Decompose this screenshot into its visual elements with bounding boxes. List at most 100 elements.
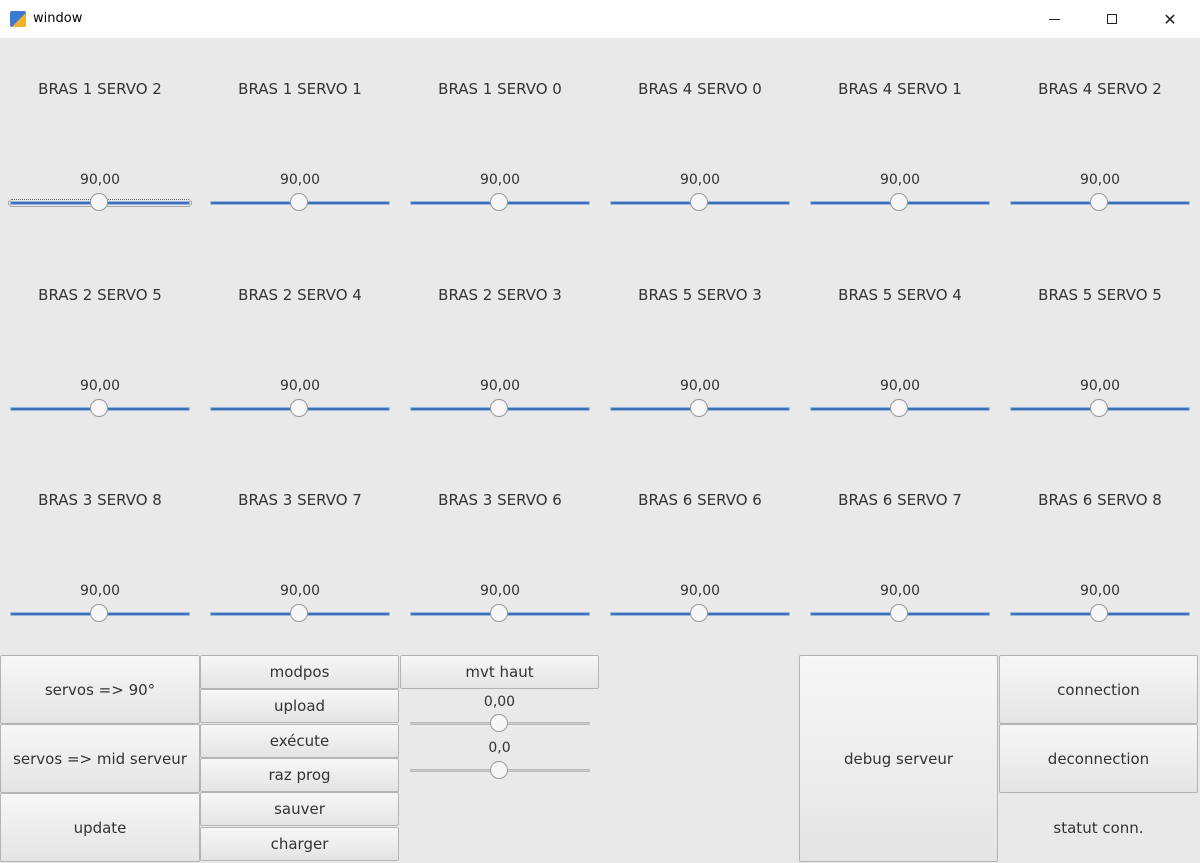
debug-server-button[interactable]: debug serveur <box>799 655 998 862</box>
slider-thumb[interactable] <box>890 604 908 622</box>
servo-value: 90,00 <box>879 583 921 599</box>
servo-cell: BRAS 5 SERVO 5 90,00 <box>1000 244 1200 449</box>
servo-value: 90,00 <box>279 172 321 188</box>
movement-slider-1[interactable] <box>410 714 590 734</box>
servo-slider[interactable] <box>810 399 990 419</box>
servo-label: BRAS 1 SERVO 2 <box>38 80 162 98</box>
servo-cell: BRAS 1 SERVO 1 90,00 <box>200 38 400 243</box>
servo-value: 90,00 <box>79 583 121 599</box>
maximize-button[interactable] <box>1083 0 1141 38</box>
upload-button[interactable]: upload <box>200 689 399 723</box>
servo-label: BRAS 6 SERVO 6 <box>638 491 762 509</box>
title-bar: window ✕ <box>0 0 1200 38</box>
slider-thumb[interactable] <box>690 399 708 417</box>
slider-thumb[interactable] <box>690 193 708 211</box>
save-button[interactable]: sauver <box>200 792 399 826</box>
servo-label: BRAS 3 SERVO 8 <box>38 491 162 509</box>
servo-cell: BRAS 2 SERVO 3 90,00 <box>400 244 600 449</box>
slider-thumb[interactable] <box>90 399 108 417</box>
servo-value: 90,00 <box>879 378 921 394</box>
servo-slider[interactable] <box>10 399 190 419</box>
servo-slider[interactable] <box>610 604 790 624</box>
servo-slider[interactable] <box>1010 604 1190 624</box>
slider-thumb[interactable] <box>890 399 908 417</box>
servo-label: BRAS 1 SERVO 1 <box>238 80 362 98</box>
servo-cell: BRAS 1 SERVO 2 90,00 <box>0 38 200 243</box>
slider-thumb[interactable] <box>90 193 108 211</box>
servo-slider[interactable] <box>810 193 990 213</box>
close-icon: ✕ <box>1163 9 1177 29</box>
slider-thumb[interactable] <box>290 604 308 622</box>
load-button[interactable]: charger <box>200 827 399 861</box>
servo-label: BRAS 5 SERVO 4 <box>838 286 962 304</box>
window-title: window <box>33 11 83 26</box>
slider-thumb[interactable] <box>490 761 508 779</box>
servo-slider[interactable] <box>810 604 990 624</box>
servo-label: BRAS 6 SERVO 7 <box>838 491 962 509</box>
mvt-haut-button[interactable]: mvt haut <box>400 655 599 689</box>
servo-cell: BRAS 2 SERVO 5 90,00 <box>0 244 200 449</box>
modpos-button[interactable]: modpos <box>200 655 399 689</box>
slider-1-value: 0,00 <box>483 694 516 710</box>
servo-label: BRAS 3 SERVO 6 <box>438 491 562 509</box>
servo-label: BRAS 4 SERVO 2 <box>1038 80 1162 98</box>
connection-status-label: statut conn. <box>1053 818 1144 837</box>
servo-value: 90,00 <box>679 172 721 188</box>
servo-slider[interactable] <box>410 399 590 419</box>
servo-cell: BRAS 6 SERVO 6 90,00 <box>600 449 800 654</box>
close-button[interactable]: ✕ <box>1141 0 1199 38</box>
servo-slider[interactable] <box>610 399 790 419</box>
slider-thumb[interactable] <box>890 193 908 211</box>
servo-label: BRAS 2 SERVO 3 <box>438 286 562 304</box>
servo-cell: BRAS 3 SERVO 8 90,00 <box>0 449 200 654</box>
execute-button[interactable]: exécute <box>200 724 399 758</box>
slider-thumb[interactable] <box>490 714 508 732</box>
connection-button[interactable]: connection <box>999 655 1198 724</box>
slider-2-value: 0,0 <box>488 740 511 756</box>
slider-thumb[interactable] <box>1090 604 1108 622</box>
servo-value: 90,00 <box>1079 583 1121 599</box>
servo-slider[interactable] <box>1010 193 1190 213</box>
slider-thumb[interactable] <box>90 604 108 622</box>
slider-thumb[interactable] <box>290 399 308 417</box>
servos-mid-server-button[interactable]: servos => mid serveur <box>0 724 200 793</box>
servo-value: 90,00 <box>1079 378 1121 394</box>
slider-thumb[interactable] <box>490 604 508 622</box>
servo-slider[interactable] <box>10 604 190 624</box>
servo-label: BRAS 2 SERVO 4 <box>238 286 362 304</box>
servo-slider[interactable] <box>210 193 390 213</box>
servo-slider[interactable] <box>210 399 390 419</box>
servo-value: 90,00 <box>279 583 321 599</box>
raz-prog-button[interactable]: raz prog <box>200 758 399 792</box>
maximize-icon <box>1107 14 1117 24</box>
servo-slider[interactable] <box>410 604 590 624</box>
servo-value: 90,00 <box>479 172 521 188</box>
slider-thumb[interactable] <box>1090 193 1108 211</box>
deconnection-button[interactable]: deconnection <box>999 724 1198 793</box>
slider-thumb[interactable] <box>690 604 708 622</box>
slider-thumb[interactable] <box>490 399 508 417</box>
servo-label: BRAS 2 SERVO 5 <box>38 286 162 304</box>
servos-90-button[interactable]: servos => 90° <box>0 655 200 724</box>
slider-thumb[interactable] <box>290 193 308 211</box>
movement-slider-2[interactable] <box>410 761 590 781</box>
app-icon <box>10 11 26 27</box>
servo-label: BRAS 4 SERVO 1 <box>838 80 962 98</box>
servo-slider[interactable] <box>210 604 390 624</box>
servo-value: 90,00 <box>679 378 721 394</box>
servo-slider[interactable] <box>1010 399 1190 419</box>
slider-thumb[interactable] <box>490 193 508 211</box>
servo-slider[interactable] <box>610 193 790 213</box>
servo-label: BRAS 1 SERVO 0 <box>438 80 562 98</box>
servo-cell: BRAS 4 SERVO 0 90,00 <box>600 38 800 243</box>
servo-slider[interactable] <box>410 193 590 213</box>
slider-thumb[interactable] <box>1090 399 1108 417</box>
update-button[interactable]: update <box>0 793 200 862</box>
servo-cell: BRAS 2 SERVO 4 90,00 <box>200 244 400 449</box>
minimize-button[interactable] <box>1025 0 1083 38</box>
servo-slider[interactable] <box>8 193 192 213</box>
servo-label: BRAS 5 SERVO 3 <box>638 286 762 304</box>
main-panel: BRAS 1 SERVO 2 90,00 BRAS 1 SERVO 1 90,0… <box>0 38 1200 863</box>
servo-label: BRAS 3 SERVO 7 <box>238 491 362 509</box>
servo-value: 90,00 <box>1079 172 1121 188</box>
